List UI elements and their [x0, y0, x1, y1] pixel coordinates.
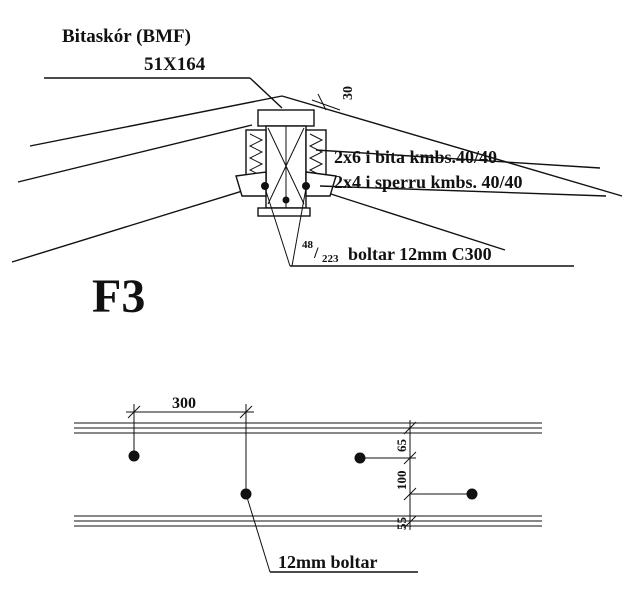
- detail-id: F3: [92, 270, 145, 323]
- roof-line-left-lower: [11, 184, 263, 263]
- note-sperru-leader: [319, 185, 607, 197]
- dim-55-label: 55: [394, 517, 409, 531]
- dim-30-line: [311, 99, 341, 111]
- roof-line-right-upper: [281, 95, 623, 197]
- bolt-leader-2: [291, 187, 307, 267]
- bolt-fraction-num: 48: [302, 239, 314, 251]
- dim-tick-3: [403, 487, 417, 501]
- lower-chord-right: [305, 171, 337, 197]
- dim-300-tick-right: [239, 405, 253, 419]
- bottom-plate: [257, 207, 311, 217]
- title-leader: [249, 77, 283, 109]
- bolt-note: boltar 12mm C300: [348, 244, 492, 264]
- lower-chord-left: [235, 171, 267, 197]
- note-bita: 2x6 i bita kmbs.40/40: [334, 147, 497, 167]
- bolt-fraction-den: 223: [322, 253, 339, 265]
- timber-hatch-left: [248, 133, 264, 177]
- bolt-label-leader: [245, 493, 271, 573]
- dim-tick-2: [403, 451, 417, 465]
- ridge-cap-block: [257, 109, 315, 127]
- note-sperru: 2x4 i sperru kmbs. 40/40: [334, 172, 523, 192]
- bolt-label: 12mm boltar: [278, 552, 377, 572]
- dim-30-label: 30: [341, 86, 356, 100]
- roof-line-left-upper: [29, 95, 283, 147]
- bolt-leader-1: [264, 187, 291, 267]
- plan-view-detail: 300 65 100 55 12mm boltar: [74, 395, 542, 573]
- dim-tick-4: [403, 515, 417, 529]
- roof-line-left-mid: [17, 124, 253, 183]
- dim-30-tick: [317, 93, 327, 111]
- bolt-fraction-slash: /: [313, 245, 319, 262]
- dim-tick-1: [403, 421, 417, 435]
- beam-section-detail: [11, 95, 623, 263]
- dim-300-label: 300: [172, 395, 196, 412]
- timber-hatch-right: [308, 133, 324, 177]
- dim-65-label: 65: [394, 439, 409, 453]
- detail-title: Bitaskór (BMF): [62, 26, 191, 47]
- dim-100-label: 100: [394, 471, 409, 491]
- section-size: 51X164: [144, 54, 206, 75]
- dim-300-tick-left: [127, 405, 141, 419]
- bolt-dot: [282, 196, 290, 204]
- roof-line-right-lower: [305, 185, 506, 251]
- bolt-dot: [128, 450, 140, 462]
- note-bita-leader: [315, 149, 601, 169]
